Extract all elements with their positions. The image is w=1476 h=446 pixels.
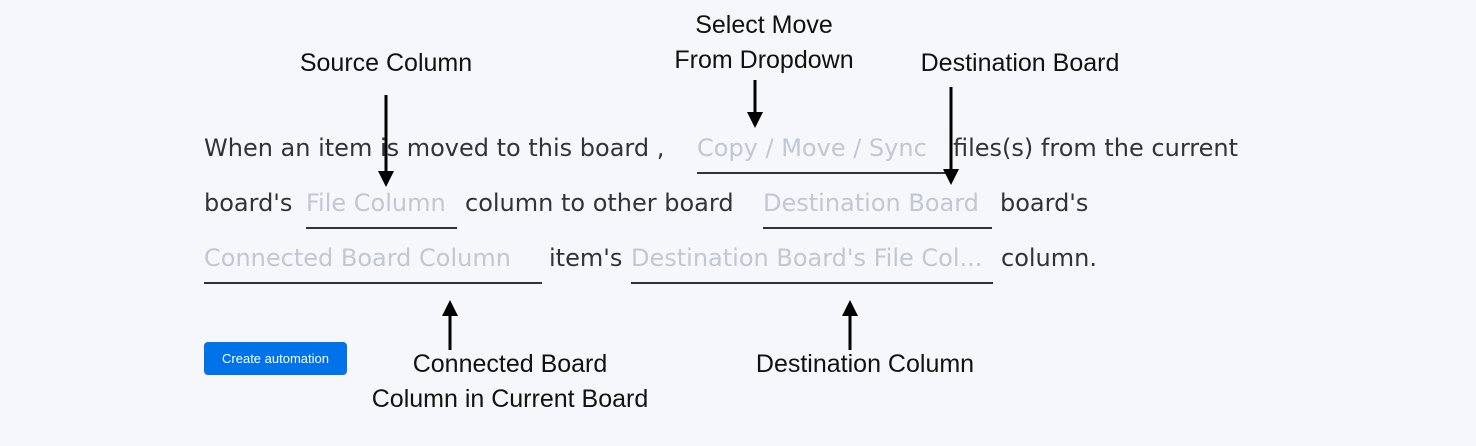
annotation-select-move-line2: From Dropdown (674, 46, 854, 74)
recipe-line2-middle: column to other board (465, 189, 734, 217)
action-dropdown[interactable]: Copy / Move / Sync (697, 136, 947, 174)
annotation-select-move-line1: Select Move (695, 11, 833, 39)
annotation-select-move: Select Move From Dropdown (640, 8, 888, 78)
recipe-line3-middle: item's (549, 244, 623, 272)
annotation-destination-board: Destination Board (920, 49, 1120, 77)
arrow-down-icon (943, 87, 959, 185)
recipe-line1-suffix: files(s) from the current (953, 134, 1238, 162)
arrow-down-icon (378, 95, 394, 187)
annotation-connected-line2: Column in Current Board (371, 385, 649, 413)
create-automation-button[interactable]: Create automation (204, 342, 347, 375)
destination-column-dropdown[interactable]: Destination Board's File Col... (631, 246, 993, 284)
destination-board-dropdown[interactable]: Destination Board (763, 191, 992, 229)
annotation-connected-board-column: Connected Board Column in Current Board (350, 347, 670, 417)
connected-board-column-dropdown[interactable]: Connected Board Column (204, 246, 542, 284)
arrow-up-icon (842, 300, 858, 350)
recipe-line2-suffix: board's (1000, 189, 1089, 217)
annotation-connected-line1: Connected Board (412, 350, 608, 378)
annotation-destination-column: Destination Column (755, 350, 975, 378)
annotation-source-column: Source Column (299, 49, 473, 77)
arrow-up-icon (442, 300, 458, 350)
recipe-line1-prefix: When an item is moved to this board , (204, 134, 665, 162)
recipe-line2-prefix: board's (204, 189, 293, 217)
arrow-down-icon (747, 80, 763, 128)
recipe-line3-suffix: column. (1001, 244, 1097, 272)
source-column-dropdown[interactable]: File Column (306, 191, 457, 229)
